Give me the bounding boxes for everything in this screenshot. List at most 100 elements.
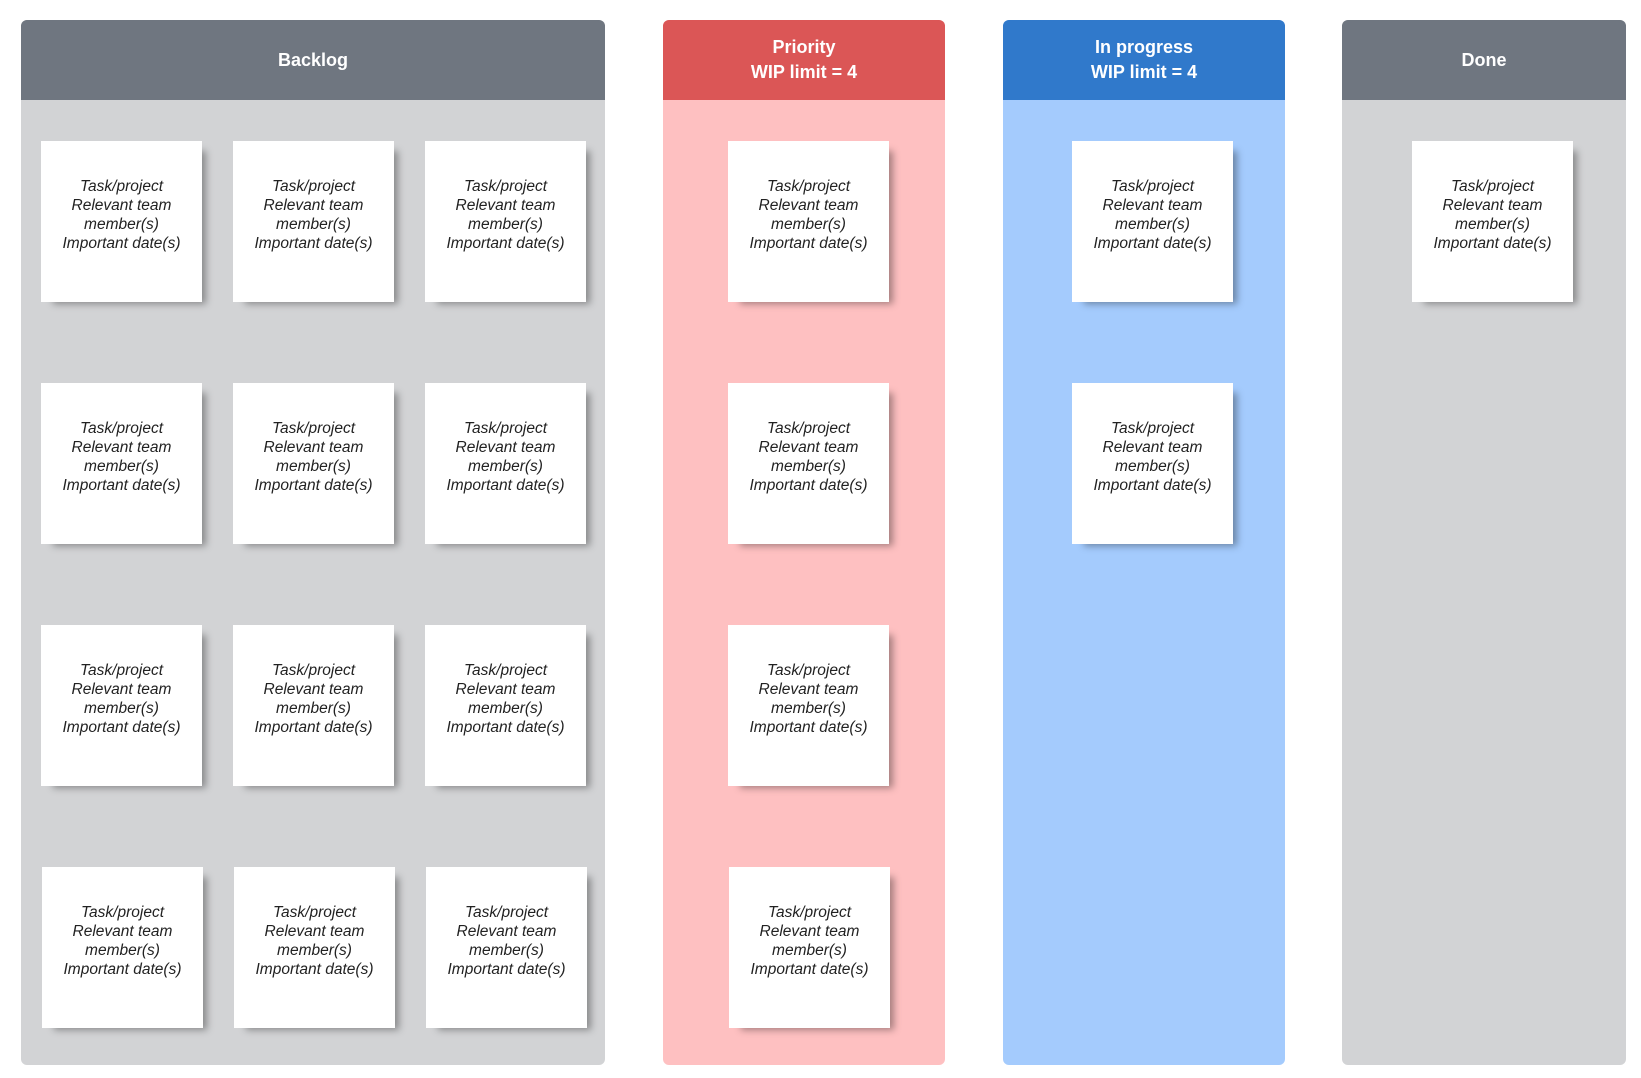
card-text-line1: Task/project: [272, 419, 355, 437]
card-text-line1: Task/project: [464, 419, 547, 437]
card-text-line3: member(s): [469, 941, 544, 959]
card-text-line1: Task/project: [768, 903, 851, 921]
card-text-line3: member(s): [771, 215, 846, 233]
card-text-line1: Task/project: [464, 661, 547, 679]
card-text-line2: Relevant team: [264, 922, 365, 940]
column-header-priority: Priority WIP limit = 4: [663, 20, 945, 100]
card-text-line1: Task/project: [767, 661, 850, 679]
card-text-line2: Relevant team: [1442, 196, 1543, 214]
card-text-line4: Important date(s): [446, 718, 565, 736]
card-text-line3: member(s): [277, 941, 352, 959]
card-text-line4: Important date(s): [254, 234, 373, 252]
card-text-line3: member(s): [276, 457, 351, 475]
card-text-line3: member(s): [468, 457, 543, 475]
card-text-line1: Task/project: [1111, 177, 1194, 195]
card-text-line1: Task/project: [273, 903, 356, 921]
card-text-line4: Important date(s): [1093, 476, 1212, 494]
card-text-line1: Task/project: [464, 177, 547, 195]
card-text-line2: Relevant team: [758, 196, 859, 214]
card-text-line1: Task/project: [80, 661, 163, 679]
column-header-in-progress: In progress WIP limit = 4: [1003, 20, 1285, 100]
card-text-line4: Important date(s): [63, 960, 182, 978]
card-text-line4: Important date(s): [749, 234, 868, 252]
card-text-line3: member(s): [276, 215, 351, 233]
card-text-line4: Important date(s): [447, 960, 566, 978]
card-text-line3: member(s): [1115, 215, 1190, 233]
wip-limit-label: WIP limit = 4: [750, 62, 858, 82]
card-text-line4: Important date(s): [62, 718, 181, 736]
card-text-line2: Relevant team: [263, 680, 364, 698]
column-title: Done: [1461, 49, 1507, 70]
card-text-line1: Task/project: [767, 419, 850, 437]
card-text-line2: Relevant team: [71, 680, 172, 698]
card-text-line3: member(s): [771, 457, 846, 475]
card-text-line4: Important date(s): [254, 718, 373, 736]
card-text-line3: member(s): [468, 699, 543, 717]
card-text-line2: Relevant team: [456, 922, 557, 940]
card-text-line2: Relevant team: [71, 438, 172, 456]
card-text-line3: member(s): [468, 215, 543, 233]
card-text-line3: member(s): [84, 699, 159, 717]
card-text-line1: Task/project: [272, 177, 355, 195]
column-header-backlog: Backlog: [21, 20, 605, 100]
card-text-line1: Task/project: [1111, 419, 1194, 437]
card-text-line1: Task/project: [465, 903, 548, 921]
card-text-line2: Relevant team: [72, 922, 173, 940]
card-text-line3: member(s): [1455, 215, 1530, 233]
column-title: Backlog: [277, 49, 349, 70]
card-text-line2: Relevant team: [263, 196, 364, 214]
card-text-line4: Important date(s): [1433, 234, 1552, 252]
card-text-line1: Task/project: [767, 177, 850, 195]
column-title: Priority: [772, 37, 836, 57]
card-text-line2: Relevant team: [455, 680, 556, 698]
card-text-line4: Important date(s): [749, 476, 868, 494]
card-text-line2: Relevant team: [758, 680, 859, 698]
card-text-line4: Important date(s): [255, 960, 374, 978]
card-text-line4: Important date(s): [1093, 234, 1212, 252]
card-text-line1: Task/project: [1451, 177, 1534, 195]
column-title: In progress: [1094, 37, 1194, 57]
card-text-line4: Important date(s): [62, 234, 181, 252]
card-text-line2: Relevant team: [71, 196, 172, 214]
card-text-line2: Relevant team: [263, 438, 364, 456]
card-text-line4: Important date(s): [62, 476, 181, 494]
column-header-done: Done: [1342, 20, 1626, 100]
card-text-line2: Relevant team: [455, 196, 556, 214]
card-text-line3: member(s): [772, 941, 847, 959]
card-text-line3: member(s): [84, 457, 159, 475]
card-text-line4: Important date(s): [254, 476, 373, 494]
card-text-line3: member(s): [1115, 457, 1190, 475]
card-text-line1: Task/project: [80, 419, 163, 437]
card-text-line4: Important date(s): [750, 960, 869, 978]
card-text-line1: Task/project: [81, 903, 164, 921]
card-text-line2: Relevant team: [455, 438, 556, 456]
card-text-line2: Relevant team: [1102, 438, 1203, 456]
wip-limit-label: WIP limit = 4: [1090, 62, 1198, 82]
card-text-line3: member(s): [276, 699, 351, 717]
card-text-line3: member(s): [85, 941, 160, 959]
card-text-line4: Important date(s): [446, 476, 565, 494]
card-text-line4: Important date(s): [446, 234, 565, 252]
